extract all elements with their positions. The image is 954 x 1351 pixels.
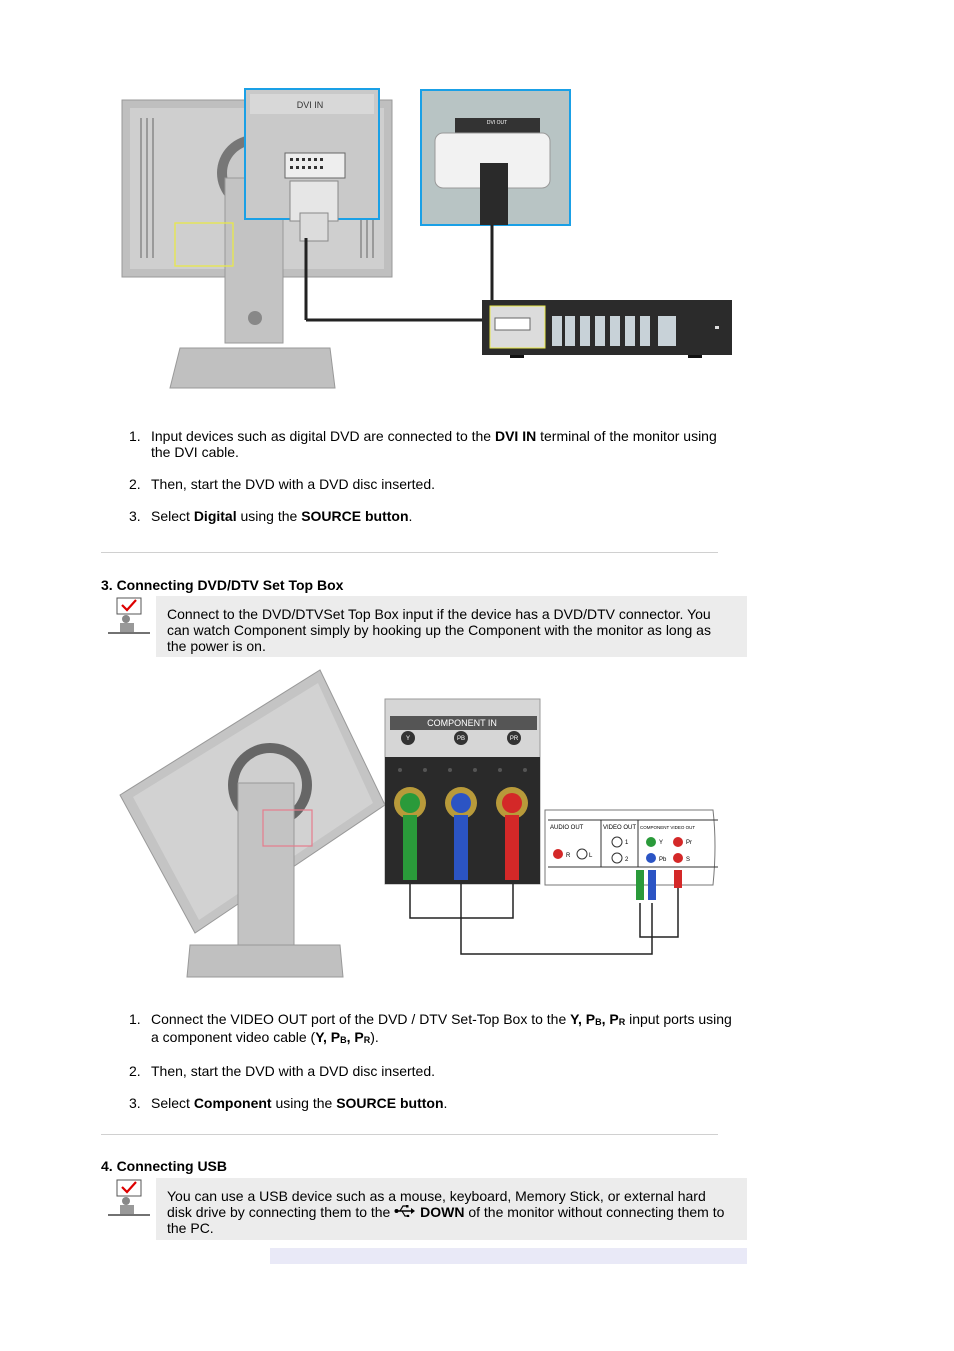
list-item: 3.Select Digital using the SOURCE button… bbox=[129, 508, 413, 524]
list-item: 2.Then, start the DVD with a DVD disc in… bbox=[129, 476, 435, 492]
section-divider bbox=[101, 1134, 718, 1135]
list-item: 2.Then, start the DVD with a DVD disc in… bbox=[129, 1063, 435, 1079]
dvi-connection-diagram: DVI IN DVI OUT bbox=[121, 88, 732, 389]
svg-text:R: R bbox=[566, 853, 571, 859]
svg-text:Y: Y bbox=[406, 736, 410, 742]
svg-text:2: 2 bbox=[625, 857, 629, 863]
usb-icon bbox=[394, 1205, 416, 1218]
section-heading: 3. Connecting DVD/DTV Set Top Box bbox=[101, 577, 344, 593]
svg-text:PB: PB bbox=[457, 736, 465, 742]
dvi-steps-list: 1.Input devices such as digital DVD are … bbox=[129, 428, 739, 540]
list-item: 1.Input devices such as digital DVD are … bbox=[129, 428, 717, 460]
dvi-in-label: DVI IN bbox=[297, 100, 324, 110]
svg-text:1: 1 bbox=[625, 840, 629, 846]
svg-text:Pr: Pr bbox=[686, 840, 692, 846]
note-box: Connect to the DVD/DTVSet Top Box input … bbox=[156, 596, 747, 657]
list-item: 1.Connect the VIDEO OUT port of the DVD … bbox=[129, 1011, 732, 1045]
footer-bar bbox=[270, 1248, 747, 1264]
note-box: You can use a USB device such as a mouse… bbox=[156, 1178, 747, 1240]
svg-text:L: L bbox=[589, 853, 593, 859]
svg-text:Y: Y bbox=[659, 840, 663, 846]
svg-text:S: S bbox=[686, 857, 690, 863]
svg-text:AUDIO OUT: AUDIO OUT bbox=[550, 825, 584, 831]
svg-text:COMPONENT VIDEO OUT: COMPONENT VIDEO OUT bbox=[640, 825, 695, 830]
dvi-in-term: DVI IN bbox=[494, 428, 537, 444]
svg-text:Pb: Pb bbox=[659, 857, 667, 863]
svg-text:VIDEO OUT: VIDEO OUT bbox=[603, 825, 636, 831]
section-divider bbox=[101, 552, 718, 553]
list-item: 3.Select Component using the SOURCE butt… bbox=[129, 1095, 448, 1111]
section-heading: 4. Connecting USB bbox=[101, 1158, 228, 1174]
note-icon bbox=[108, 597, 150, 634]
component-connection-diagram: COMPONENT IN Y PB PR AUDIO OUT VIDEO OUT… bbox=[119, 669, 718, 978]
svg-text:PR: PR bbox=[510, 736, 519, 742]
note-icon bbox=[108, 1179, 150, 1216]
dvi-out-label: DVI OUT bbox=[487, 120, 507, 126]
component-steps-list: 1.Connect the VIDEO OUT port of the DVD … bbox=[129, 1011, 739, 1127]
component-in-label: COMPONENT IN bbox=[427, 718, 497, 728]
